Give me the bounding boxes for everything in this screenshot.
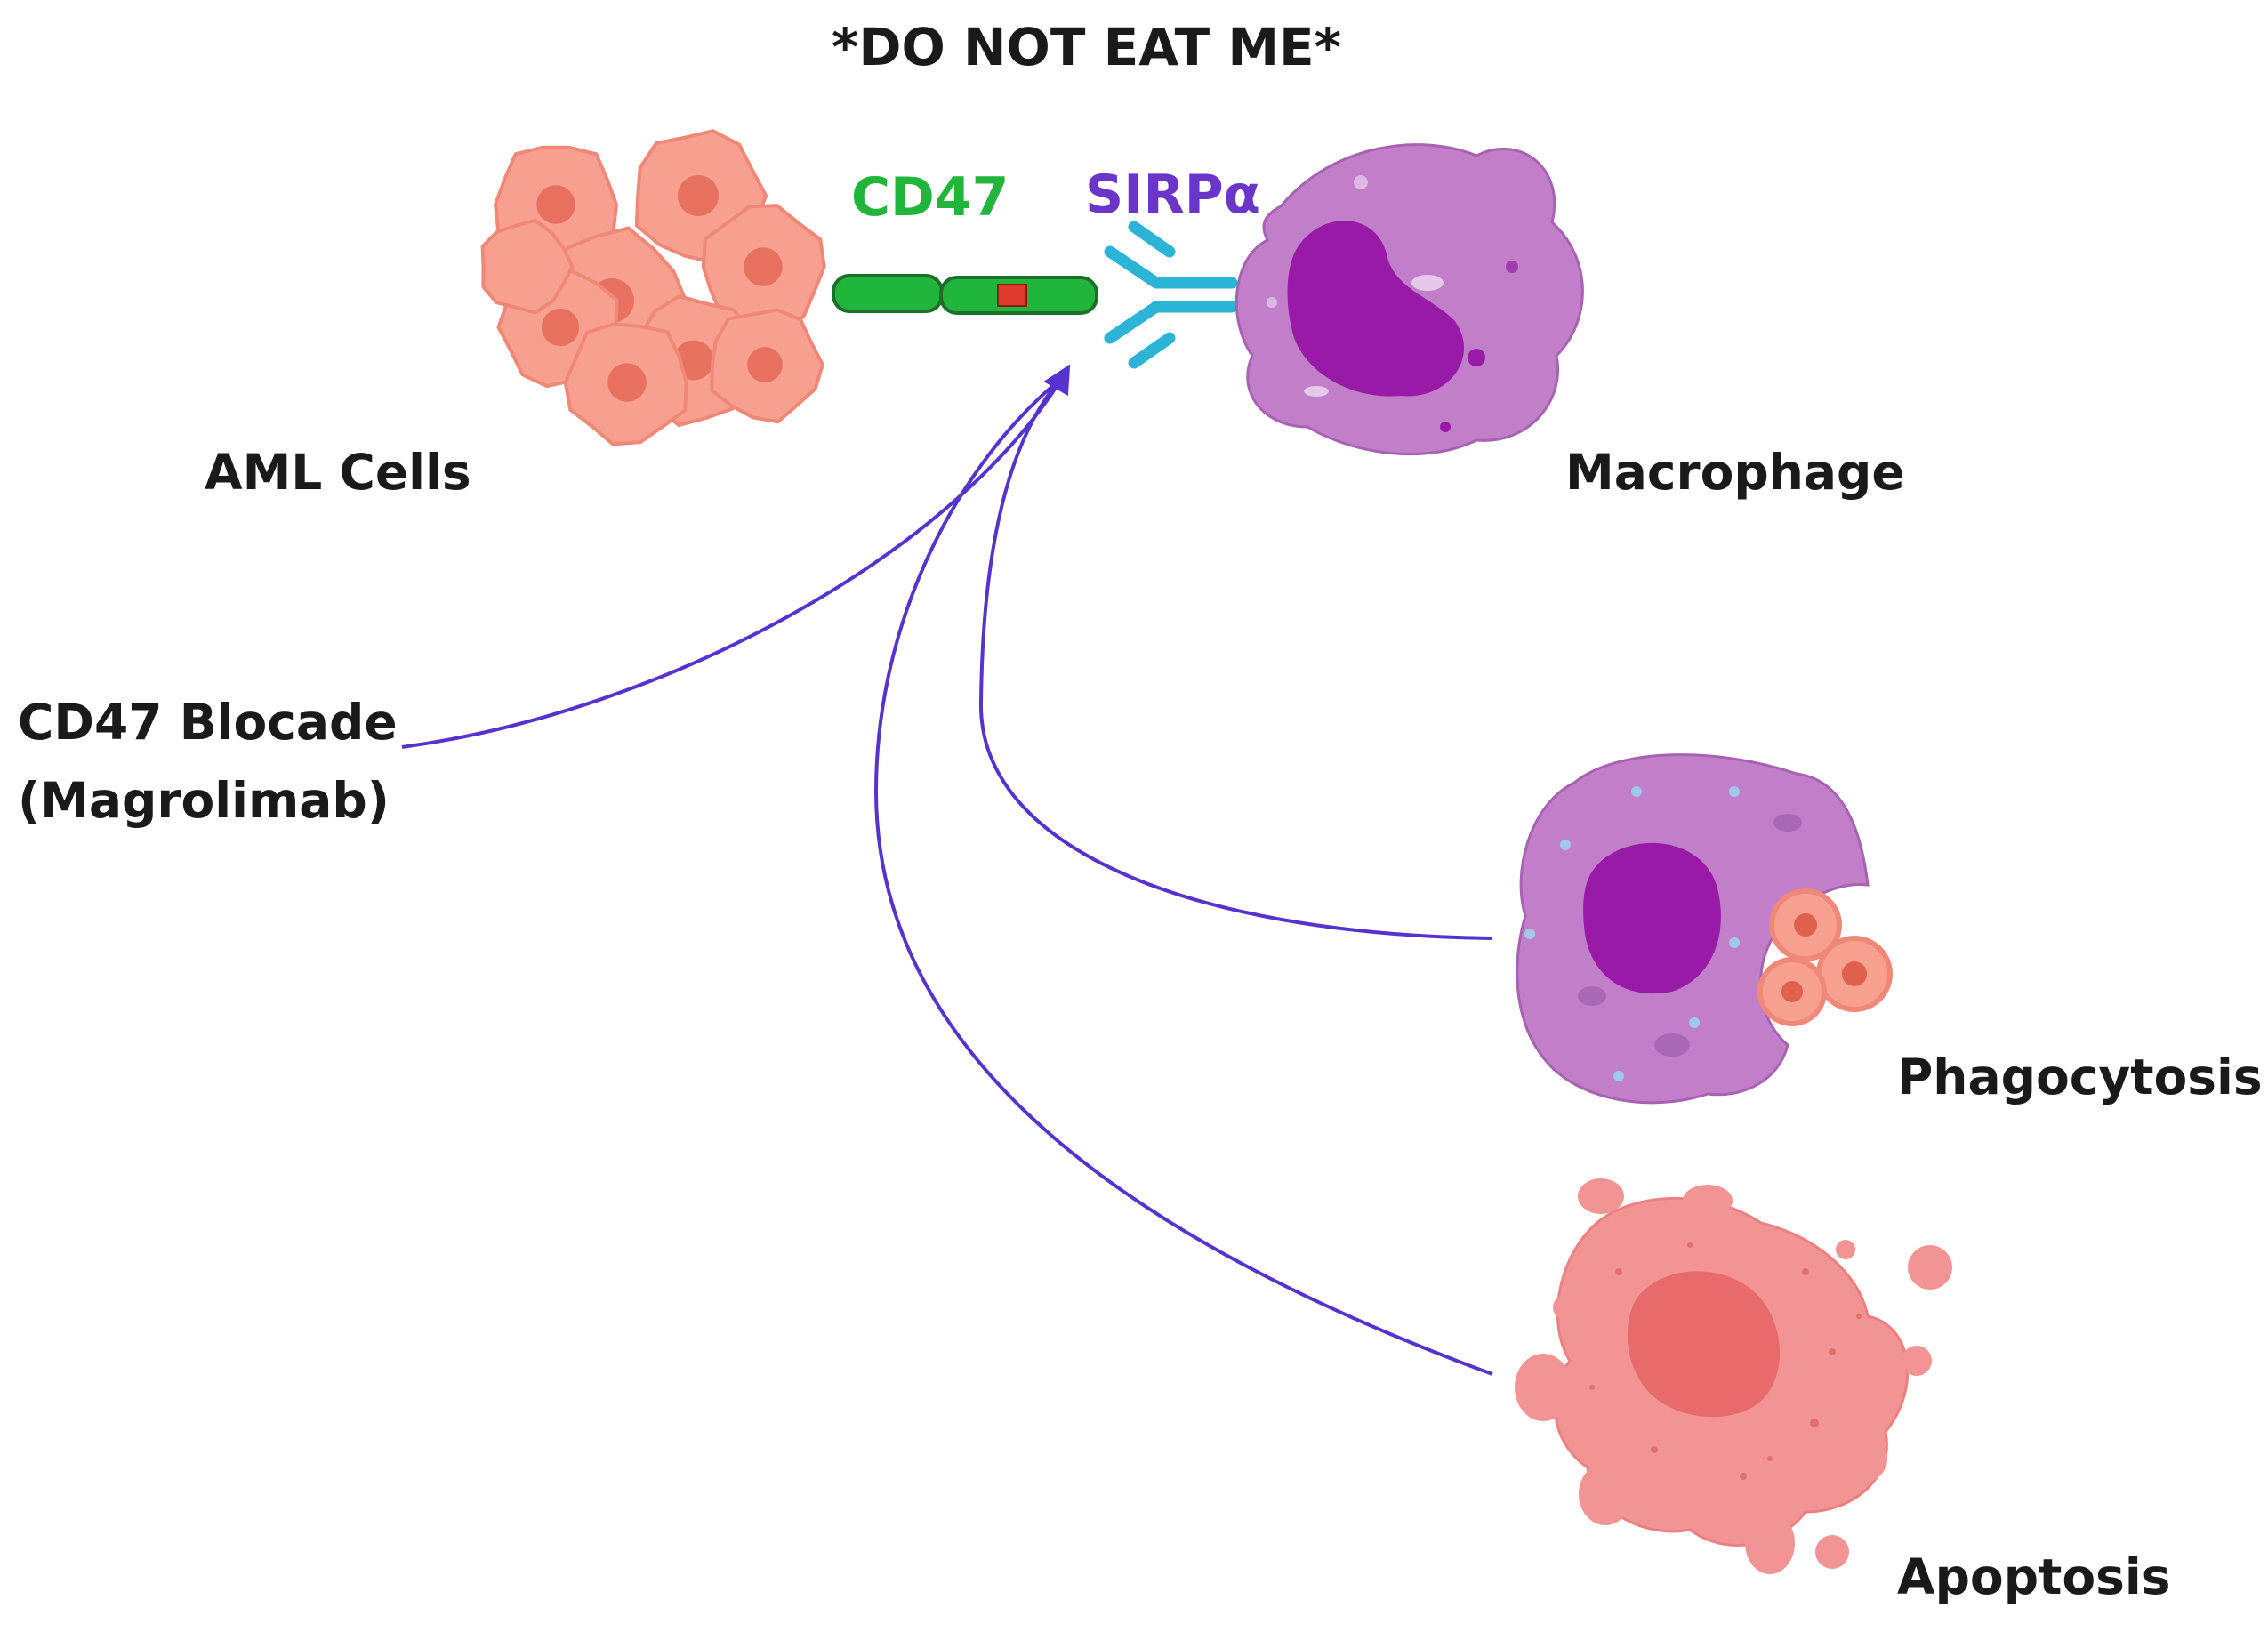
arrow-phagocytosis-to-cd47 [978, 370, 1493, 940]
macrophage-label: Macrophage [1565, 444, 1905, 501]
phagocyte-nucleus [1583, 842, 1721, 994]
apoptosis-icon [1515, 1178, 1952, 1574]
engulfed-cells [1757, 888, 1893, 1026]
apoptosis-label: Apoptosis [1897, 1548, 2171, 1605]
aml-cells-label: AML Cells [205, 444, 471, 501]
arrow-apoptosis-to-cd47 [873, 372, 1493, 1376]
cd47-protein-icon [832, 274, 1098, 315]
sirpa-label: SIRPα [1085, 164, 1260, 226]
phagocytosis-icon [1516, 753, 1893, 1105]
aml-cell-nucleus [744, 247, 783, 286]
macrophage-icon [1235, 143, 1584, 456]
sirpa-receptor-icon [1104, 221, 1238, 369]
aml-cell-nucleus [747, 347, 783, 382]
apoptotic-nucleus [1627, 1271, 1781, 1418]
cd47-blockade-label: CD47 Blocade (Magrolimab) [18, 683, 398, 840]
aml-cell [480, 218, 575, 315]
aml-cell-nucleus [607, 363, 647, 402]
cd47-binding-site [997, 284, 1027, 307]
arrow-blockade-to-cd47 [401, 364, 1071, 749]
aml-cell-nucleus [677, 174, 720, 217]
aml-cell-nucleus [541, 308, 580, 347]
cd47-label: CD47 [851, 166, 1009, 229]
cd47-segment-left [832, 274, 944, 313]
phagocytosis-label: Phagocytosis [1897, 1049, 2263, 1105]
aml-cell-cluster-icon [480, 129, 826, 446]
cd47-blockade-label-line2: (Magrolimab) [18, 772, 390, 829]
arrows [401, 364, 1493, 1376]
diagram-title: *DO NOT EAT ME* [832, 17, 1342, 77]
cd47-blockade-label-line1: CD47 Blocade [18, 694, 398, 751]
macrophage-nucleus [1287, 221, 1465, 397]
aml-cell-nucleus [536, 185, 575, 224]
